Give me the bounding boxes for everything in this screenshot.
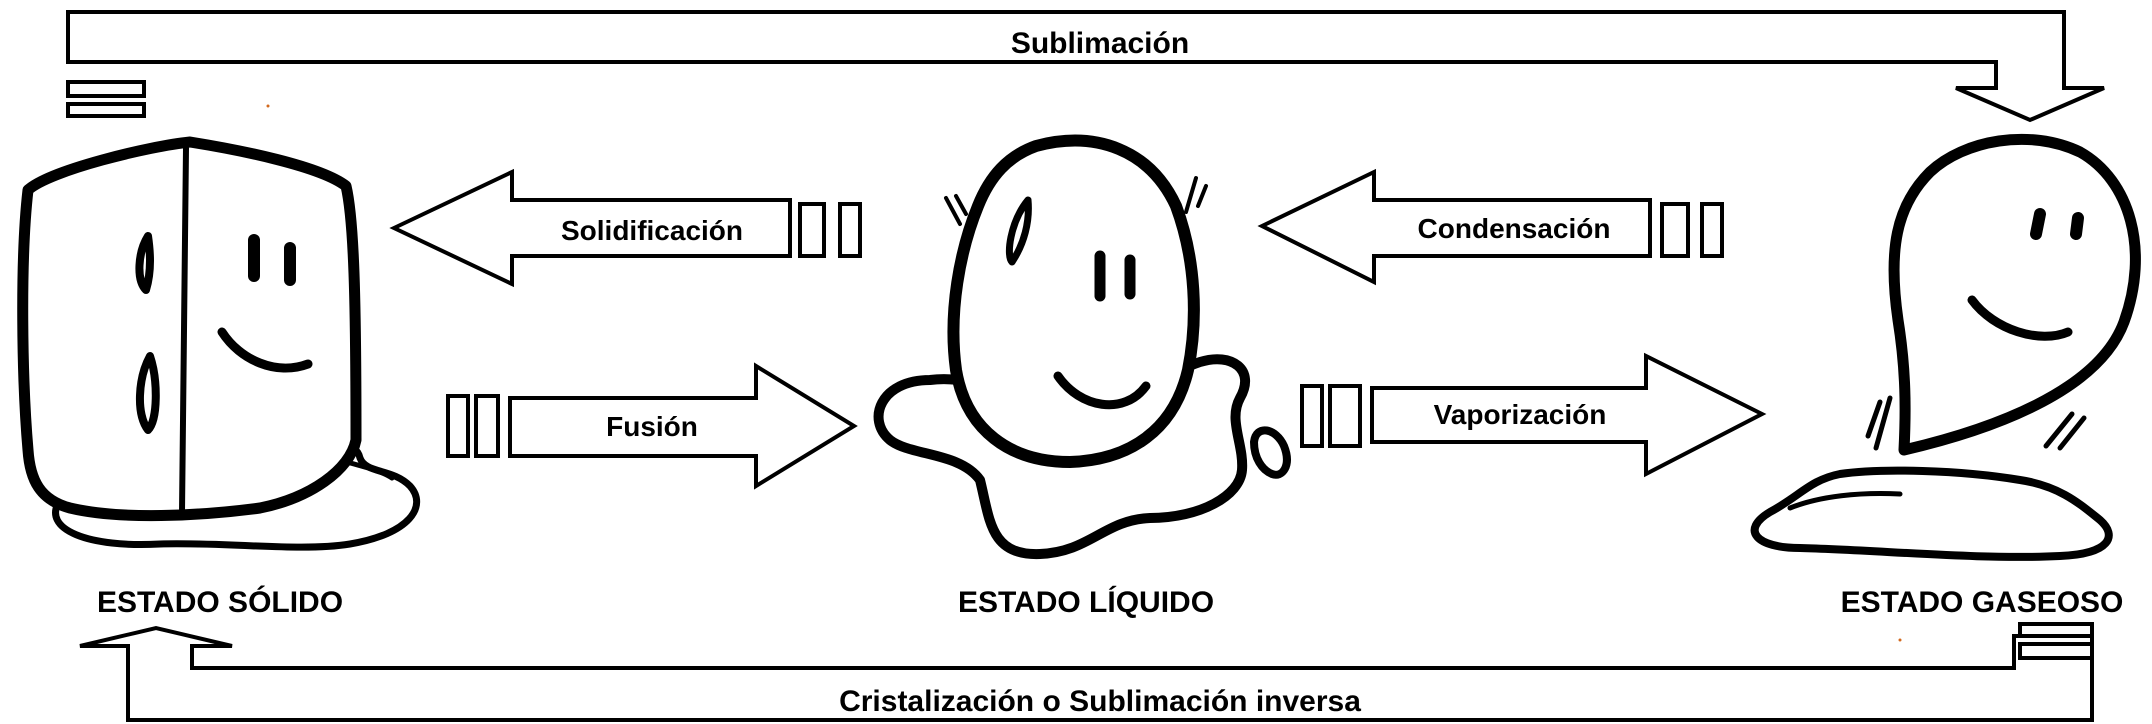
condensation-arrow: Condensación (1257, 168, 1724, 286)
inverse-sublimation-arrow: Cristalización o Sublimación inversa (79, 622, 2094, 722)
gas-state-label: ESTADO GASEOSO (1841, 586, 2124, 619)
vaporization-label: Vaporización (1434, 399, 1607, 430)
speck (1898, 638, 1902, 642)
vaporization-arrow: Vaporización (1300, 352, 1767, 478)
water-drop-character-icon (873, 134, 1291, 560)
solid-state-label: ESTADO SÓLIDO (97, 585, 343, 619)
liquid-state-label: ESTADO LÍQUIDO (958, 585, 1214, 619)
inverse-sublimation-label: Cristalización o Sublimación inversa (839, 685, 1361, 718)
speck (266, 104, 270, 108)
fusion-arrow: Fusión (446, 362, 858, 490)
gas-ghost-character-icon (1750, 133, 2141, 561)
solidification-label: Solidificación (561, 215, 743, 246)
ice-cube-character-icon (17, 136, 421, 551)
solidification-arrow: Solidificación (389, 168, 862, 288)
sublimation-label: Sublimación (1011, 27, 1189, 60)
fusion-label: Fusión (606, 411, 698, 442)
condensation-label: Condensación (1418, 213, 1611, 244)
sublimation-arrow: Sublimación (66, 10, 2105, 123)
